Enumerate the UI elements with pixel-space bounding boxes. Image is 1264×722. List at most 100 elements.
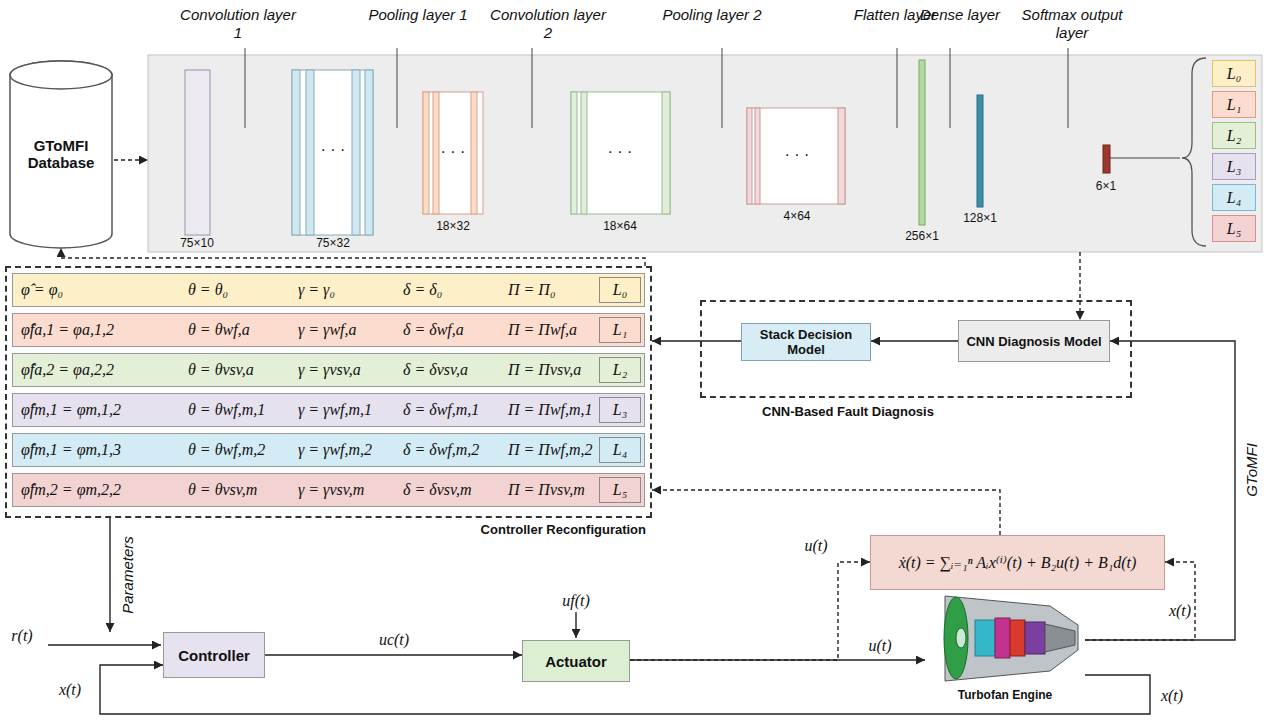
controller-box: Controller xyxy=(163,632,265,678)
node-label: CNN Diagnosis Model xyxy=(966,334,1101,349)
dimension-label: 4×64 xyxy=(783,209,810,223)
flatten-vector xyxy=(919,60,925,225)
pool1-maps xyxy=(423,92,483,214)
parameter-row: φ̂fa,1 = φa,1,2θ = θwf,aγ = γwf,aδ = δwf… xyxy=(12,313,645,347)
parameter-formula: δ = δvsv,m xyxy=(403,474,471,506)
connector-label: Parameters xyxy=(119,536,136,614)
connector-label: u(t) xyxy=(868,637,891,655)
layer-name: Softmax output layer xyxy=(1012,6,1132,42)
node-label: Turbofan Engine xyxy=(958,688,1052,702)
fault-class-box: L₀ xyxy=(1212,60,1256,87)
parameter-formula: δ = δwf,m,2 xyxy=(403,434,479,466)
dotted-connector xyxy=(630,562,870,660)
layer-name: Convolution layer 1 xyxy=(178,6,298,42)
conv2-maps xyxy=(571,92,670,214)
parameter-formula: γ = γwf,m,1 xyxy=(298,394,372,426)
class-label: L₅ xyxy=(599,477,641,503)
connector-label: u(t) xyxy=(804,537,827,555)
output-line xyxy=(1110,158,1180,159)
parameter-formula: φ̂fm,2 = φm,2,2 xyxy=(21,474,121,506)
fault-class-box: L₃ xyxy=(1212,153,1256,180)
group-caption: CNN-Based Fault Diagnosis xyxy=(762,404,934,419)
dotted-connector xyxy=(114,159,148,160)
parameter-formula: Π = Π₀ xyxy=(508,274,555,306)
state-equation-box: ẋ(t) = ∑ᵢ₌₁ⁿ Aᵢx⁽ⁱ⁾(t) + B₂u(t) + B₁d(t) xyxy=(870,535,1165,590)
parameter-formula: Π = Πwf,m,2 xyxy=(508,434,593,466)
turbofan-illustration xyxy=(944,596,1078,681)
signal-name: r(t) xyxy=(11,627,32,645)
controller-reconfiguration-group: Controller Reconfigurationφ̂ = φ₀θ = θ₀γ… xyxy=(5,266,652,518)
class-label: L₀ xyxy=(599,277,641,303)
dimension-label: 256×1 xyxy=(905,229,939,243)
parameter-formula: φ̂fm,1 = φm,1,3 xyxy=(21,434,121,466)
parameter-formula: δ = δvsv,a xyxy=(403,354,468,386)
parameter-formula: θ = θwf,m,1 xyxy=(188,394,265,426)
layer-name: Convolution layer 2 xyxy=(488,6,608,42)
fault-class-box: L₂ xyxy=(1212,122,1256,149)
parameter-formula: θ = θwf,a xyxy=(188,314,250,346)
parameter-formula: δ = δwf,a xyxy=(403,314,464,346)
node-label: L₁ xyxy=(1227,96,1241,114)
parameter-row: φ̂fm,1 = φm,1,3 θ = θwf,m,2 γ = γwf,m,2 δ =… xyxy=(12,433,645,467)
layer-name: Dense layer xyxy=(900,6,1020,24)
group-caption: Controller Reconfiguration xyxy=(481,522,646,537)
parameter-formula: γ = γvsv,m xyxy=(298,474,364,506)
connector-label: GToMFI xyxy=(1243,443,1260,497)
parameter-formula: Π = Πwf,a xyxy=(508,314,577,346)
parameter-formula: δ = δ₀ xyxy=(403,274,442,306)
cnn-architecture-panel: Convolution layer 1Pooling layer 1Convol… xyxy=(148,55,1262,252)
signal-name: uf(t) xyxy=(562,592,590,610)
class-label: L₃ xyxy=(599,397,641,423)
cnn-panel-ground xyxy=(148,55,1262,252)
ellipsis-mark: · · · xyxy=(441,143,466,161)
dimension-label: 75×32 xyxy=(316,236,350,250)
parameter-row: φ̂ = φ₀ θ = θ₀ γ = γ₀ δ = δ₀ Π = Π₀ L₀ xyxy=(12,273,645,307)
reference-input-arrow xyxy=(48,644,161,645)
node-label: Stack Decision Model xyxy=(746,327,866,357)
class-label: L₁ xyxy=(599,317,641,343)
parameter-formula: γ = γwf,m,2 xyxy=(298,434,372,466)
signal-name: x(t) xyxy=(59,681,81,699)
node-label: L₃ xyxy=(1227,158,1241,176)
layer-name: Pooling layer 2 xyxy=(652,6,772,24)
process-box: CNN Diagnosis Model xyxy=(958,320,1110,362)
signal-connector xyxy=(265,654,522,655)
layer-name: Pooling layer 1 xyxy=(358,6,478,24)
process-box: Stack Decision Model xyxy=(741,323,871,361)
database-cylinder-shape xyxy=(10,61,112,248)
connector-label: x(t) xyxy=(1169,602,1191,620)
parameter-formula: γ = γvsv,a xyxy=(298,354,361,386)
ellipsis-mark: · · · xyxy=(321,141,346,159)
dimension-label: 6×1 xyxy=(1096,179,1116,193)
ellipsis-mark: · · · xyxy=(608,143,633,161)
signal-connector xyxy=(109,518,110,632)
node-label: Actuator xyxy=(545,653,607,670)
turbofan-engine: Turbofan Engine xyxy=(925,585,1085,705)
fault-input-arrow xyxy=(575,612,576,638)
parameter-formula: θ = θvsv,m xyxy=(188,474,257,506)
signal-connector xyxy=(652,340,741,341)
dotted-connector xyxy=(1079,252,1080,320)
parameter-formula: γ = γwf,a xyxy=(298,314,357,346)
fault-diagnosis-group: CNN-Based Fault DiagnosisStack Decision … xyxy=(700,300,1132,398)
parameter-formula: θ = θ₀ xyxy=(188,274,228,306)
dimension-label: 75×10 xyxy=(180,236,214,250)
dimension-label: 128×1 xyxy=(963,211,997,225)
signal-connector xyxy=(1085,341,1235,640)
dimension-label: 18×32 xyxy=(436,219,470,233)
parameter-formula: γ = γ₀ xyxy=(298,274,335,306)
node-label: L₄ xyxy=(1227,189,1241,207)
parameter-formula: φ̂fa,2 = φa,2,2 xyxy=(21,354,114,386)
parameter-formula: θ = θwf,m,2 xyxy=(188,434,265,466)
parameter-formula: Π = Πwf,m,1 xyxy=(508,394,593,426)
fault-class-box: L₅ xyxy=(1212,215,1256,242)
pool2-maps xyxy=(747,108,845,204)
parameter-formula: φ̂ = φ₀ xyxy=(21,274,63,306)
database-cylinder: GToMFI Database xyxy=(8,60,114,248)
parameter-formula: δ = δwf,m,1 xyxy=(403,394,479,426)
signal-name: x(t) xyxy=(1161,687,1183,705)
parameter-formula: Π = Πvsv,m xyxy=(508,474,585,506)
softmax-vector xyxy=(1103,145,1110,173)
class-label: L₂ xyxy=(599,357,641,383)
node-label: L₂ xyxy=(1227,127,1241,145)
